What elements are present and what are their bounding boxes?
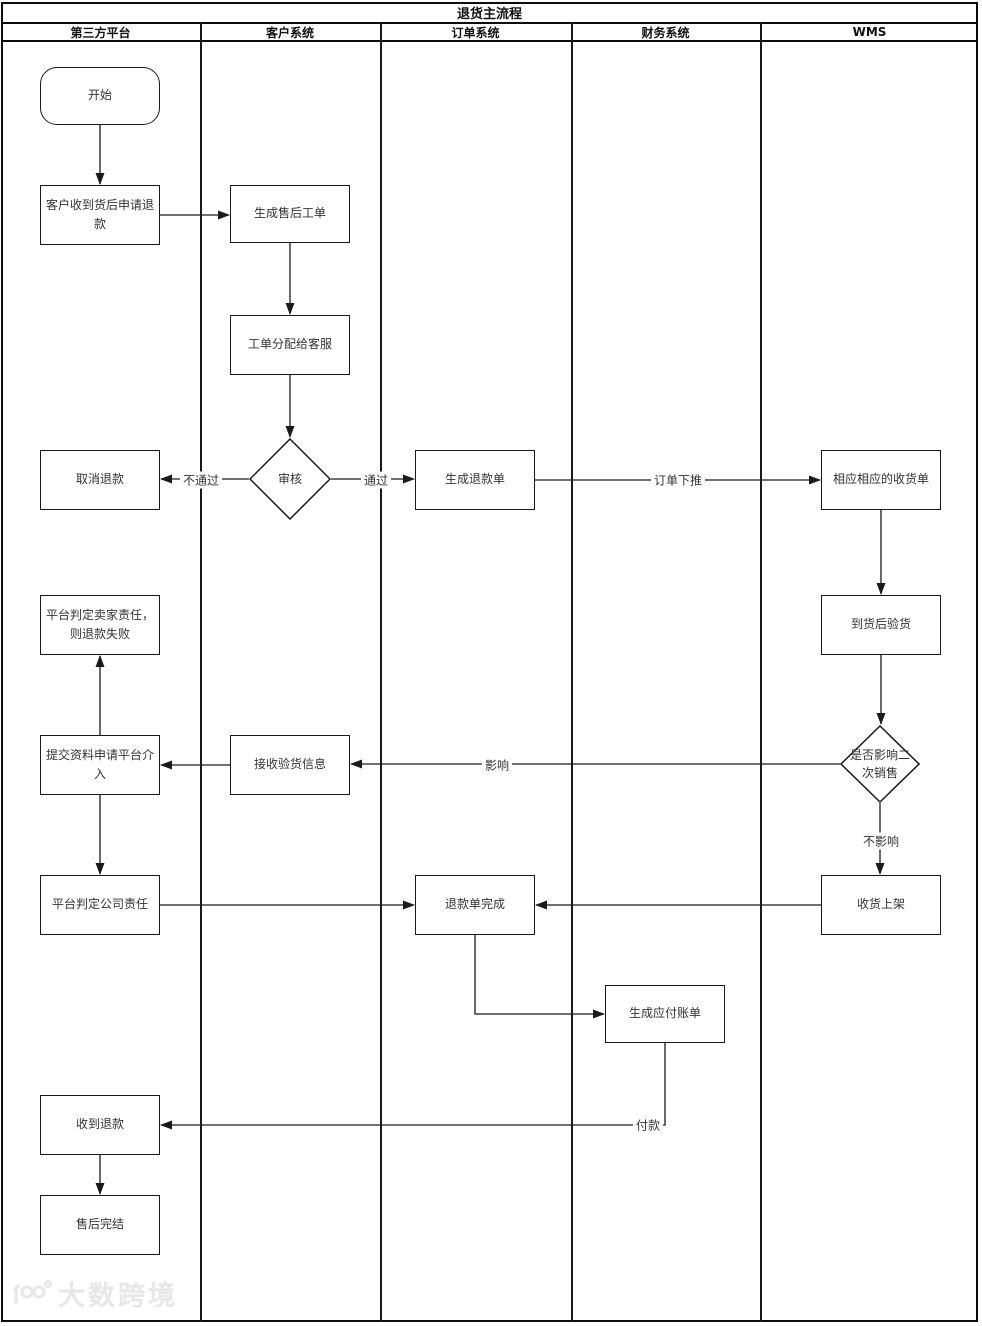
node-cancel-refund: 取消退款 [40,450,160,510]
node-label: 客户收到货后申请退款 [46,197,155,231]
node-label: 开始 [87,88,112,103]
node-submit-platform-request: 提交资料申请平台介入 [40,735,160,795]
edge-refund-done-to-payable [474,935,605,1019]
lane-divider-4 [760,22,762,1322]
node-create-refund-order: 生成退款单 [415,450,535,510]
node-label: 到货后验货 [850,617,911,632]
lane-header-finance: 财务系统 [641,25,690,40]
edge-label-pass: 通过 [360,471,392,489]
node-shelve-goods: 收货上架 [821,875,941,935]
edge-label-no-affect: 不影响 [859,832,903,850]
node-label: 取消退款 [75,472,124,487]
node-create-payable: 生成应付账单 [605,985,725,1043]
lane-header-third-party: 第三方平台 [70,25,131,40]
watermark-text: 大数跨境 [58,1281,178,1312]
node-label: 是否影响二次销售 [849,748,910,780]
node-label: 相应相应的收货单 [832,472,929,487]
node-label: 收货上架 [856,897,905,912]
node-label: 提交资料申请平台介入 [46,747,155,781]
node-start: 开始 [40,67,160,125]
diagram-title: 退货主流程 [456,7,522,22]
node-label: 退款单完成 [444,897,505,912]
lane-divider-2 [380,22,382,1322]
lane-header-wms: WMS [852,25,887,39]
node-label: 平台判定公司责任 [51,897,148,912]
lane-divider-3 [571,22,573,1322]
node-assign-ticket: 工单分配给客服 [230,315,350,375]
node-review-decision: 审核 [249,438,331,520]
node-refund-complete: 退款单完成 [415,875,535,935]
node-label: 平台判定卖家责任，则退款失败 [46,607,155,641]
node-label: 生成应付账单 [628,1006,701,1021]
watermark-logo-icon [12,1279,52,1304]
node-label: 生成退款单 [444,472,505,487]
node-label: 收到退款 [75,1117,124,1132]
lane-header-order: 订单系统 [451,25,500,40]
lane-divider-1 [200,22,202,1322]
edge-label-fail: 不通过 [179,471,223,489]
lane-header-customer: 客户系统 [265,25,314,40]
node-label: 接收验货信息 [253,757,326,772]
node-label: 工单分配给客服 [247,337,332,352]
node-label: 售后完结 [75,1217,124,1232]
node-company-fault: 平台判定公司责任 [40,875,160,935]
node-receipt-order: 相应相应的收货单 [821,450,941,510]
edge-label-order-push: 订单下推 [650,471,706,489]
edge-payable-to-recv-refund [160,1043,666,1130]
node-label: 生成售后工单 [253,206,326,221]
node-receive-inspection-info: 接收验货信息 [230,735,350,795]
edge-label-affect: 影响 [481,756,513,774]
node-create-ticket: 生成售后工单 [230,185,350,243]
node-aftersales-done: 售后完结 [40,1195,160,1255]
node-receive-refund: 收到退款 [40,1095,160,1155]
watermark: 大数跨境 [12,1274,178,1313]
node-label: 审核 [277,472,302,486]
diamond-shape [249,438,331,520]
title-separator [1,22,978,24]
node-seller-fault: 平台判定卖家责任，则退款失败 [40,595,160,655]
edge-label-pay: 付款 [632,1116,664,1134]
node-inspect-goods: 到货后验货 [821,595,941,655]
node-apply-refund: 客户收到货后申请退款 [40,185,160,245]
node-affect-resale-decision: 是否影响二次销售 [840,725,920,803]
diamond-shape [840,725,920,803]
header-separator [1,40,978,42]
